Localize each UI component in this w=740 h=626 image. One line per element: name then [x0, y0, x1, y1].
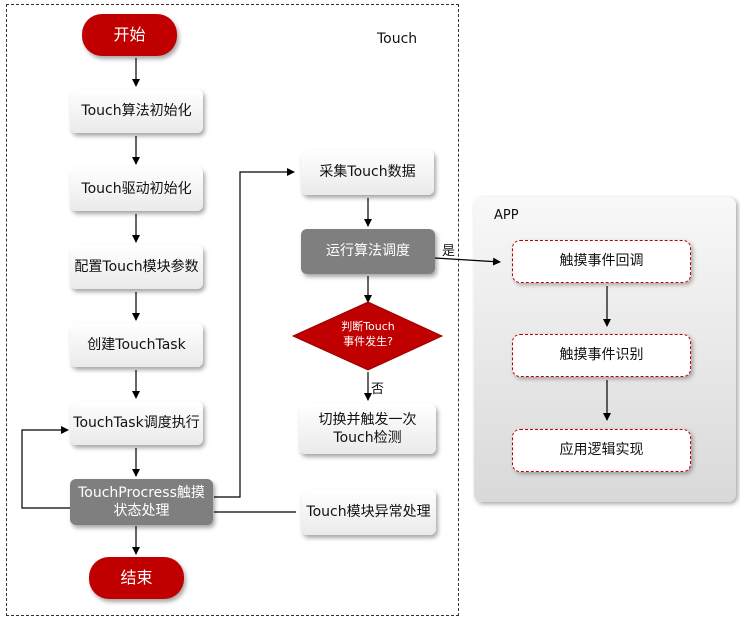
collect-data-node: 采集Touch数据	[301, 150, 434, 195]
run-algorithm-node: 运行算法调度	[301, 229, 435, 274]
exception-node: Touch模块异常处理	[301, 489, 436, 535]
touch-region-frame	[6, 4, 459, 616]
edge-process-loop-back	[21, 426, 70, 509]
touch-region-label: Touch	[377, 31, 418, 47]
event-callback-node: 触摸事件回调	[512, 240, 691, 283]
edge-run-to-app-callback	[434, 257, 501, 266]
event-recognize-node: 触摸事件识别	[512, 334, 691, 377]
yes-edge-label: 是	[442, 244, 456, 259]
task-schedule-node: TouchTask调度执行	[70, 401, 203, 445]
app-region-label: APP	[494, 208, 519, 223]
end-node: 结束	[89, 557, 184, 599]
switch-detect-node: 切换并触发一次 Touch检测	[299, 404, 436, 454]
config-params-node: 配置Touch模块参数	[70, 245, 203, 289]
decision-diamond	[291, 301, 444, 371]
app-logic-node: 应用逻辑实现	[512, 429, 691, 472]
decision-label: 判断Touch 事件发生?	[341, 320, 395, 348]
start-node: 开始	[82, 14, 177, 56]
create-task-node: 创建TouchTask	[70, 323, 203, 367]
no-edge-label: 否	[371, 382, 385, 397]
process-state-node: TouchProcress触摸 状态处理	[70, 479, 213, 525]
edge-process-to-collect	[214, 168, 295, 498]
init-algorithm-node: Touch算法初始化	[70, 89, 203, 133]
init-driver-node: Touch驱动初始化	[70, 167, 203, 211]
